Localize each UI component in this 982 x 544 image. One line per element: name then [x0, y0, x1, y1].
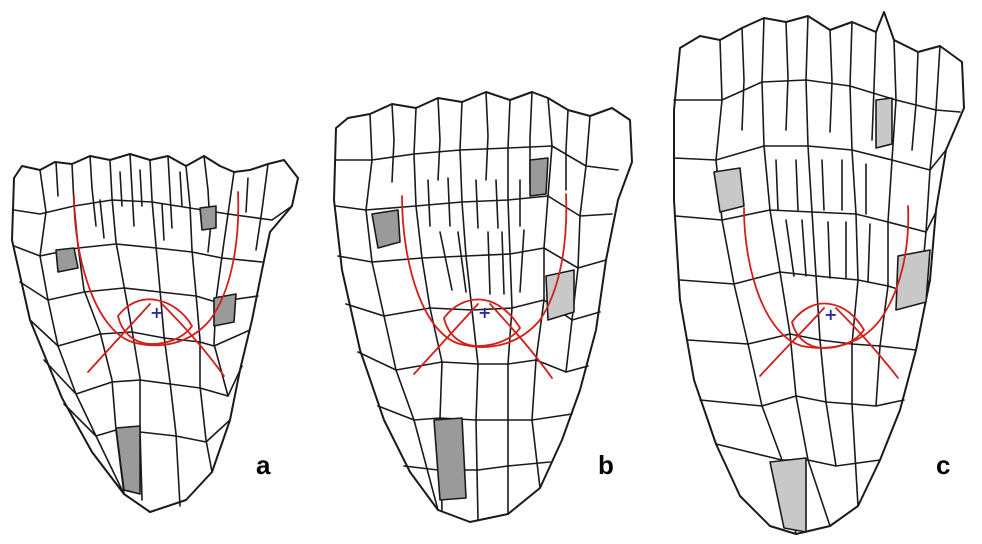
panel-a-shaded-cell-1: [200, 206, 216, 230]
panel-b-center-mark: +: [478, 303, 491, 322]
panel-c: + c: [674, 12, 964, 534]
panel-b-shaded-cell-3: [546, 270, 574, 320]
panel-c-center-mark: +: [824, 305, 837, 324]
panel-c-shaded-cell-1: [876, 98, 892, 148]
panel-c-shaded-cell-3: [896, 250, 930, 310]
panel-c-label: c: [936, 450, 950, 480]
panel-b-shaded-cell-2: [372, 210, 400, 248]
panel-b-shaded-cell-1: [530, 158, 548, 196]
panel-c-shaded-cell-2: [714, 168, 744, 212]
panel-a-center-mark: +: [150, 303, 163, 322]
panel-b-label: b: [598, 450, 614, 480]
panel-b-shaded-cell-4: [434, 418, 466, 500]
panel-b: + b: [334, 92, 632, 522]
panel-a-shaded-cell-2: [56, 248, 78, 272]
panel-a: + a: [12, 154, 298, 512]
panel-a-label: a: [256, 450, 271, 480]
